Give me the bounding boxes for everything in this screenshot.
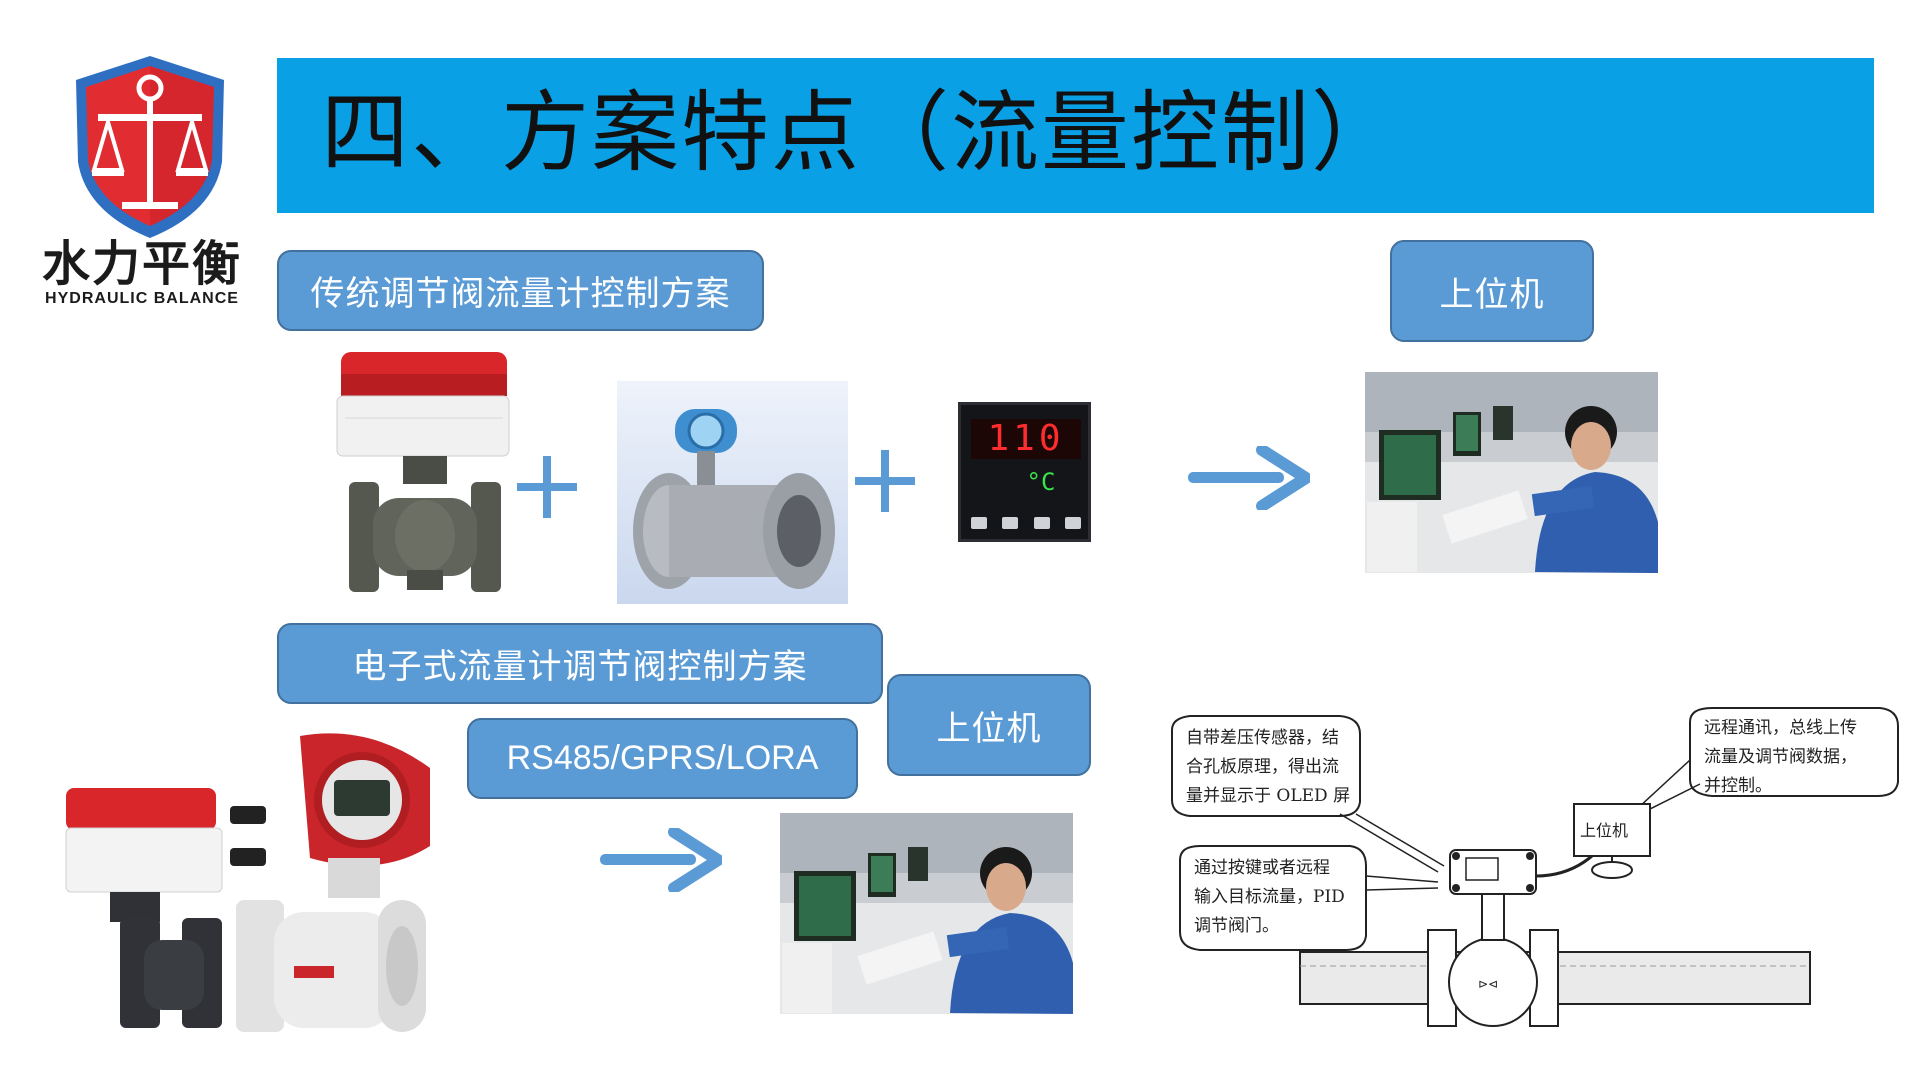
callout-pid: 通过按键或者远程 输入目标流量，PID 调节阀门。 bbox=[1194, 854, 1345, 941]
callout-line: 输入目标流量，PID bbox=[1194, 887, 1345, 907]
callout-line: 自带差压传感器，结 bbox=[1186, 728, 1339, 748]
svg-text:⊳⊲: ⊳⊲ bbox=[1478, 977, 1498, 991]
balance-shield-icon bbox=[76, 56, 224, 238]
electronic-scheme-label: 电子式流量计调节阀控制方案 bbox=[277, 623, 883, 704]
turbine-flowmeter-image bbox=[617, 381, 848, 604]
plus-icon bbox=[855, 446, 915, 520]
callout-line: 合孔板原理，得出流 bbox=[1186, 757, 1339, 777]
title-band: 四、方案特点（流量控制） bbox=[277, 58, 1874, 213]
operator-computer-photo-bottom bbox=[780, 813, 1073, 1014]
company-logo: 水力平衡 HYDRAULIC BALANCE bbox=[22, 40, 262, 325]
digital-controller-image: 110 °C bbox=[958, 402, 1091, 542]
controller-display-value: 110 bbox=[971, 419, 1081, 459]
traditional-scheme-label: 传统调节阀流量计控制方案 bbox=[277, 250, 764, 331]
logo-name-cn: 水力平衡 bbox=[41, 236, 242, 292]
logo-name-en: HYDRAULIC BALANCE bbox=[45, 290, 239, 307]
callout-remote: 远程通讯，总线上传 流量及调节阀数据， 并控制。 bbox=[1704, 714, 1857, 801]
page-title: 四、方案特点（流量控制） bbox=[321, 81, 1402, 184]
callout-line: 调节阀门。 bbox=[1194, 916, 1279, 936]
host-computer-label-bottom: 上位机 bbox=[887, 674, 1091, 776]
right-arrow-icon bbox=[600, 826, 724, 896]
host-computer-label-top: 上位机 bbox=[1390, 240, 1594, 342]
electromagnetic-flowmeter-valve-image bbox=[60, 728, 445, 1038]
operator-computer-photo-top bbox=[1365, 372, 1658, 573]
plus-icon bbox=[517, 452, 577, 526]
actuator-valve-image bbox=[335, 348, 515, 603]
callout-line: 远程通讯，总线上传 bbox=[1704, 718, 1857, 738]
callout-line: 量并显示于 OLED 屏 bbox=[1186, 786, 1351, 806]
protocol-label: RS485/GPRS/LORA bbox=[467, 718, 858, 799]
right-arrow-icon bbox=[1188, 444, 1312, 514]
valve-system-diagram: ⊳⊲ 自带差压传感器，结 合孔板原理，得出流 量并显示于 OLED 屏 通过按键… bbox=[1160, 700, 1910, 1040]
callout-line: 流量及调节阀数据， bbox=[1704, 747, 1857, 767]
diagram-pc-label: 上位机 bbox=[1580, 821, 1629, 840]
callout-line: 通过按键或者远程 bbox=[1194, 858, 1330, 878]
controller-display-unit: °C bbox=[1026, 468, 1056, 496]
callout-line: 并控制。 bbox=[1704, 776, 1772, 796]
callout-sensor: 自带差压传感器，结 合孔板原理，得出流 量并显示于 OLED 屏 bbox=[1186, 724, 1350, 811]
